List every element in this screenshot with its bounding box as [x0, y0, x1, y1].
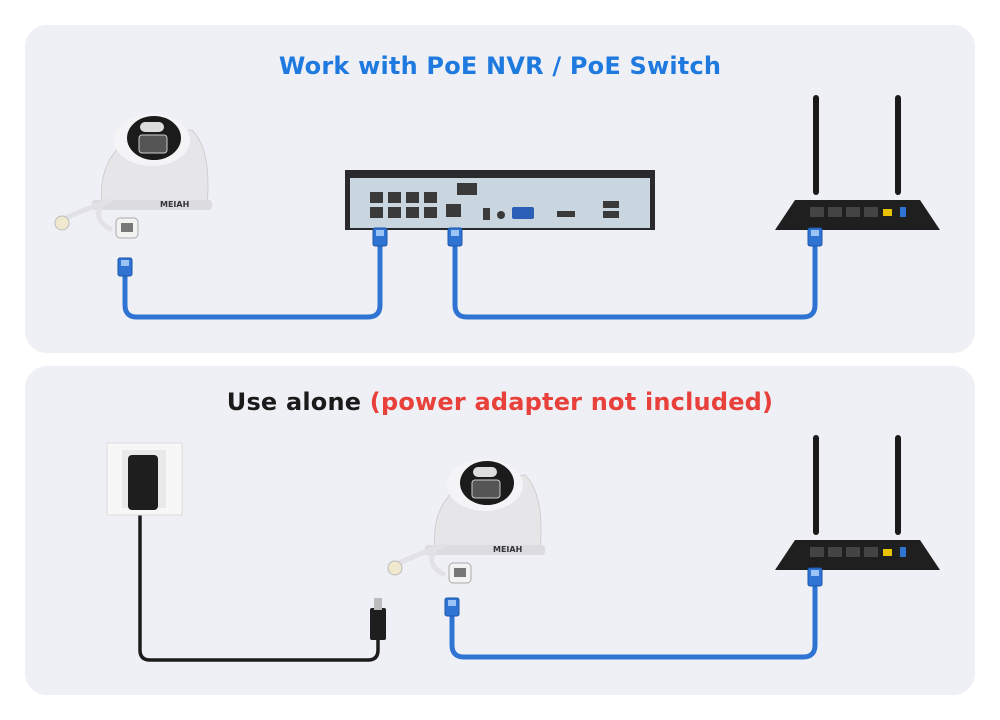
power-cable: [138, 512, 380, 662]
dc-plug-icon: [370, 598, 386, 640]
dome-camera-icon: [388, 459, 545, 583]
ethernet-cable-camera-router: [449, 578, 818, 660]
dome-camera-icon: [55, 114, 212, 238]
power-adapter-icon: [106, 442, 183, 516]
rj45-plug-icon: [117, 257, 133, 277]
rj45-plug-icon: [447, 227, 463, 247]
rj45-plug-icon: [807, 567, 823, 587]
rj45-plug-icon: [444, 597, 460, 617]
poe-nvr-title: Work with PoE NVR / PoE Switch: [278, 52, 722, 80]
wifi-router-icon: [775, 95, 940, 230]
poe-nvr-icon: [345, 170, 655, 230]
rj45-plug-icon: [372, 227, 388, 247]
standalone-title: Use alone (power adapter not included): [25, 388, 975, 416]
wifi-router-icon: [775, 435, 940, 570]
standalone-title-note: (power adapter not included): [369, 388, 774, 416]
standalone-title-main: Use alone: [226, 388, 362, 416]
ethernet-cable-nvr-router: [452, 238, 818, 320]
rj45-plug-icon: [807, 227, 823, 247]
ethernet-cable-camera-nvr: [122, 238, 383, 320]
